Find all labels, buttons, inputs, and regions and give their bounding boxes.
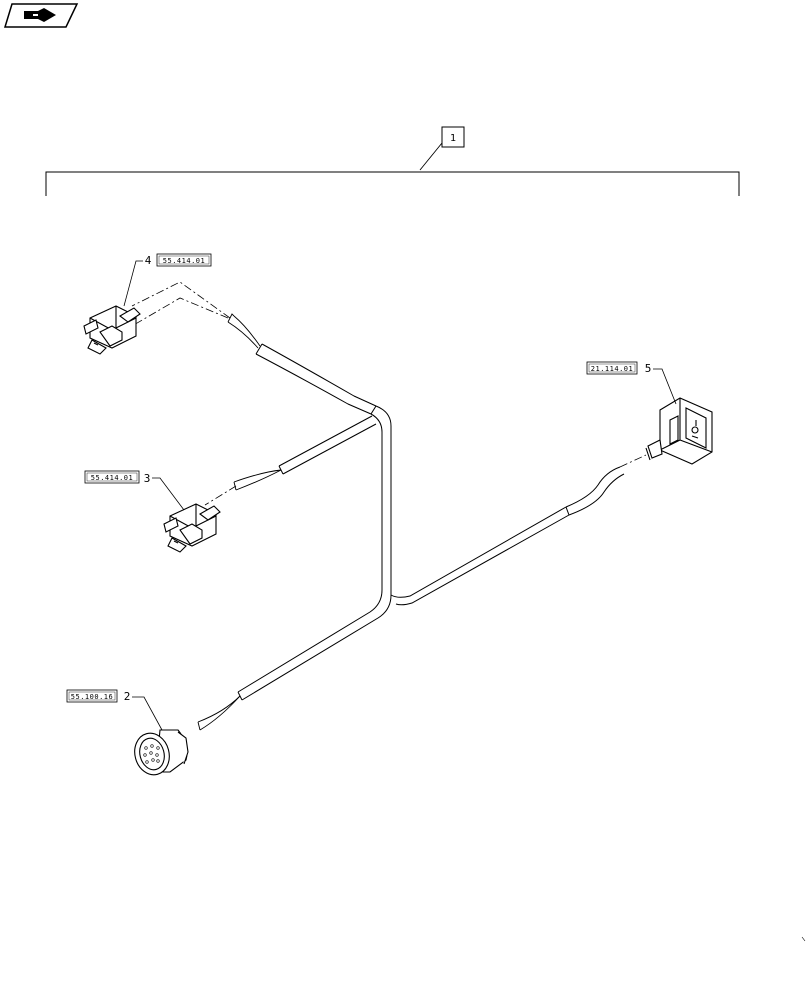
callout-5[interactable]: 21.114.01 5 xyxy=(586,361,677,405)
callout-2[interactable]: 55.100.16 2 xyxy=(66,689,163,731)
connector-3[interactable] xyxy=(163,503,221,553)
callout-2-number: 2 xyxy=(124,690,131,703)
callout-4[interactable]: 55.414.01 4 xyxy=(123,253,212,307)
callout-4-ref: 55.414.01 xyxy=(163,257,205,265)
page-mark xyxy=(801,936,806,942)
callout-4-number: 4 xyxy=(145,254,152,267)
connector-2[interactable] xyxy=(130,729,189,778)
phantom-lines xyxy=(131,281,647,506)
callout-5-ref: 21.114.01 xyxy=(591,365,633,373)
connector-4[interactable] xyxy=(83,305,141,355)
connector-5[interactable] xyxy=(645,397,713,465)
callout-5-number: 5 xyxy=(645,362,652,375)
callout-3-number: 3 xyxy=(144,472,151,485)
assembly-callout: 1 xyxy=(45,126,740,196)
wire-leads xyxy=(197,313,282,731)
wire-harness xyxy=(237,343,625,701)
callout-2-ref: 55.100.16 xyxy=(71,693,113,701)
assembly-item-number: 1 xyxy=(450,133,456,144)
next-page-arrow-icon[interactable] xyxy=(3,3,79,28)
callout-3[interactable]: 55.414.01 3 xyxy=(84,470,185,511)
callout-3-ref: 55.414.01 xyxy=(91,474,133,482)
